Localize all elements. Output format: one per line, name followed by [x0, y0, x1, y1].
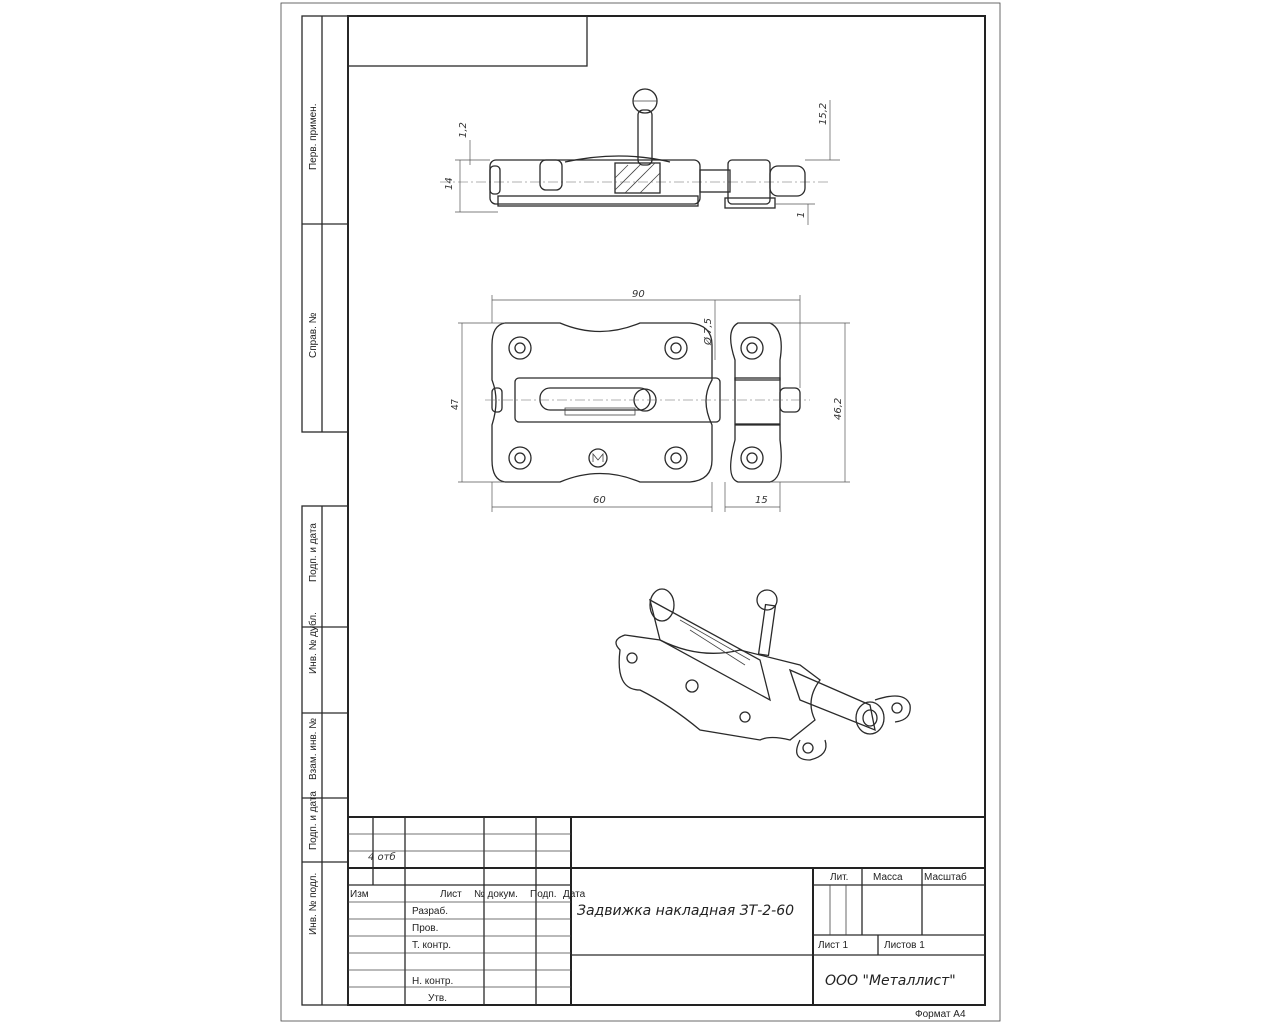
col-sign: Подп. [530, 889, 557, 900]
stamp-inv-dubl: Инв. № дубл. [307, 612, 319, 674]
logo-mark [588, 448, 608, 468]
drawing-frame [347, 15, 986, 1006]
col-izm: Изм [350, 889, 369, 900]
dim-60: 60 [593, 495, 606, 506]
drawing-title: Задвижка накладная ЗТ-2-60 [577, 903, 794, 919]
dim-diameter-7-5: Ø 7,5 [702, 318, 714, 346]
dim-46-2: 46,2 [833, 398, 844, 420]
dim-1-2: 1,2 [458, 122, 469, 138]
dim-15: 15 [755, 495, 768, 506]
stamp-inv-podl: Инв. № подл. [308, 873, 319, 935]
side-stamp-upper [301, 15, 349, 433]
stamp-podp-data-1: Подп. и дата [308, 523, 319, 582]
dim-90: 90 [632, 289, 645, 300]
dim-15-2: 15,2 [818, 103, 829, 125]
top-left-stamp-box [347, 15, 588, 67]
label-massa: Масса [873, 872, 903, 883]
company-name: ООО "Металлист" [825, 973, 956, 989]
label-t-kontr: Т. контр. [412, 940, 451, 951]
side-stamp-lower [301, 505, 349, 1006]
revision-note: 4 отб [368, 851, 396, 863]
sheet-count: Листов 1 [884, 940, 925, 951]
side-view [440, 88, 830, 209]
stamp-sprav: Справ. № [308, 312, 319, 358]
dim-14: 14 [444, 177, 455, 190]
label-masshtab: Масштаб [924, 871, 967, 883]
col-date: Дата [563, 889, 586, 900]
stamp-podp-data-2: Подп. и дата [308, 791, 319, 850]
label-lit: Лит. [830, 872, 848, 883]
sheet-outer-border [280, 2, 1001, 1022]
side-view-dimensions [455, 100, 840, 225]
format-label: Формат А4 [915, 1009, 966, 1020]
label-prov: Пров. [412, 923, 438, 934]
label-razrab: Разраб. [412, 905, 448, 917]
col-doc-no: № докум. [474, 889, 518, 900]
isometric-view [615, 588, 911, 761]
label-n-kontr: Н. контр. [412, 976, 453, 987]
title-block [348, 816, 985, 1005]
front-view [485, 322, 810, 483]
stamp-vzam-inv: Взам. инв. № [308, 718, 319, 780]
front-view-dimensions [458, 295, 850, 512]
stamp-perv-primen: Перв. примен. [308, 104, 319, 170]
sheet-number: Лист 1 [818, 940, 849, 951]
col-list: Лист [440, 889, 462, 900]
dim-1: 1 [796, 212, 807, 218]
dim-47: 47 [450, 398, 461, 410]
label-utv: Утв. [428, 993, 447, 1004]
